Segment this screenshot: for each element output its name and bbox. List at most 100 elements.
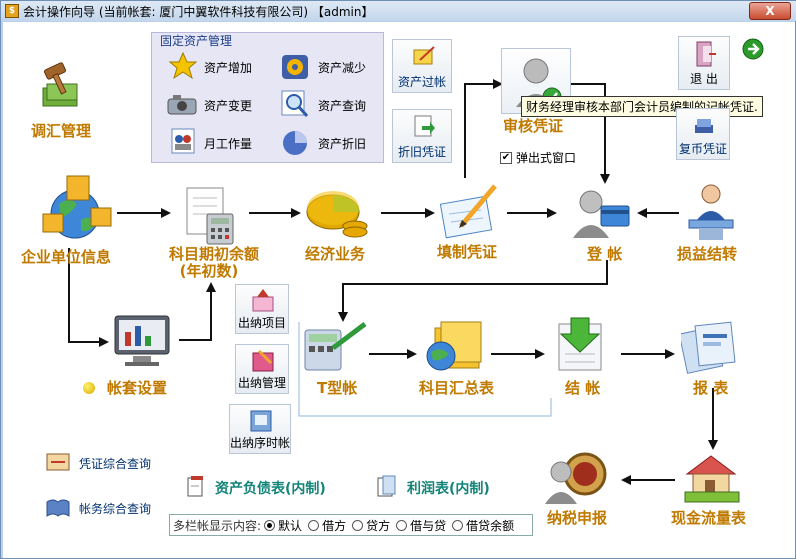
multicol-option-label: 默认 bbox=[278, 518, 303, 533]
opening-balance-line2: (年初数) bbox=[179, 262, 239, 280]
stack-icon bbox=[695, 119, 713, 133]
arrow-right-icon[interactable] bbox=[742, 38, 764, 60]
popup-window-check[interactable]: ✔ bbox=[500, 151, 512, 164]
multicol-label: 多栏帐显示内容: bbox=[173, 518, 262, 533]
restore-voucher-button[interactable]: 复币凭证 bbox=[676, 108, 730, 160]
report-label[interactable]: 报 表 bbox=[693, 379, 729, 397]
multicol-option-label: 借贷余额 bbox=[466, 518, 515, 533]
popup-window-checkbox[interactable]: ✔ 弹出式窗口 bbox=[500, 149, 576, 166]
multicol-display-group: 多栏帐显示内容: 默认 借方 贷方 借与贷 借贷余额 bbox=[169, 514, 533, 536]
multicol-option-credit[interactable]: 贷方 bbox=[352, 517, 390, 534]
report-documents-icon[interactable] bbox=[681, 318, 743, 374]
ledger-query-icon[interactable] bbox=[45, 498, 71, 518]
hammer-money-icon[interactable] bbox=[39, 60, 83, 110]
opening-balance-label[interactable]: 科目期初余额 (年初数) bbox=[169, 245, 260, 280]
multicol-option-debit-credit[interactable]: 借与贷 bbox=[396, 517, 446, 534]
posting-label[interactable]: 登 帐 bbox=[587, 245, 623, 263]
company-globe-icon[interactable] bbox=[41, 174, 113, 244]
wizard-canvas: 调汇管理 固定资产管理 资产增加 资产减少 资产变更 资产查询 月工作量 资产折… bbox=[3, 22, 795, 558]
ledger-query-link[interactable]: 帐务综合查询 bbox=[79, 502, 152, 516]
opening-balance-line1: 科目期初余额 bbox=[169, 245, 260, 263]
popup-window-label: 弹出式窗口 bbox=[516, 151, 577, 165]
account-set-monitor-icon[interactable] bbox=[111, 314, 177, 370]
adjust-label[interactable]: 调汇管理 bbox=[31, 122, 92, 140]
cashier-manage-icon bbox=[252, 349, 274, 372]
camera-icon[interactable] bbox=[166, 91, 198, 117]
ledger-calculator-icon[interactable] bbox=[183, 186, 237, 246]
balance-sheet-link[interactable]: 资产负债表(内制) bbox=[215, 481, 326, 497]
magnifier-icon[interactable] bbox=[280, 89, 310, 119]
voucher-query-icon[interactable] bbox=[45, 452, 71, 474]
t-account-icon[interactable] bbox=[303, 320, 369, 374]
depr-voucher-button[interactable]: 折旧凭证 bbox=[392, 109, 452, 163]
pl-transfer-operator-icon[interactable] bbox=[683, 180, 739, 242]
monthly-workload-label[interactable]: 月工作量 bbox=[204, 137, 253, 151]
subject-summary-label[interactable]: 科目汇总表 bbox=[419, 379, 495, 397]
asset-change-label[interactable]: 资产变更 bbox=[204, 99, 253, 113]
fixed-asset-group: 固定资产管理 资产增加 资产减少 资产变更 资产查询 月工作量 资产折旧 bbox=[151, 32, 384, 163]
review-voucher-label[interactable]: 审核凭证 bbox=[503, 117, 564, 135]
cashier-manage-label: 出纳管理 bbox=[237, 376, 286, 390]
multicol-radio-default[interactable] bbox=[264, 519, 276, 531]
pl-transfer-label[interactable]: 损益结转 bbox=[677, 245, 738, 263]
multicol-option-default[interactable]: 默认 bbox=[264, 517, 302, 534]
pie-icon[interactable] bbox=[280, 127, 310, 157]
subject-summary-icon[interactable] bbox=[421, 318, 487, 374]
cash-flow-house-icon[interactable] bbox=[683, 452, 741, 506]
multicol-radio-debit-credit[interactable] bbox=[396, 519, 408, 531]
document-arrow-icon bbox=[414, 115, 435, 137]
voucher-query-link[interactable]: 凭证综合查询 bbox=[79, 457, 152, 471]
business-label[interactable]: 经济业务 bbox=[305, 245, 366, 263]
asset-query-label[interactable]: 资产查询 bbox=[318, 99, 367, 113]
tax-emblem-icon[interactable] bbox=[545, 450, 613, 506]
fill-voucher-pen-icon[interactable] bbox=[437, 180, 501, 242]
multicol-option-label: 借与贷 bbox=[410, 518, 447, 533]
exit-label: 退 出 bbox=[690, 72, 718, 86]
asset-post-button[interactable]: 资产过帐 bbox=[392, 39, 452, 93]
gear-clock-icon[interactable] bbox=[280, 53, 310, 81]
company-info-label[interactable]: 企业单位信息 bbox=[21, 248, 112, 266]
multicol-option-label: 贷方 bbox=[366, 518, 391, 533]
cashier-journal-icon bbox=[250, 410, 272, 432]
income-statement-icon[interactable] bbox=[375, 474, 397, 498]
multicol-option-balance[interactable]: 借贷余额 bbox=[452, 517, 514, 534]
fixed-asset-group-title: 固定资产管理 bbox=[160, 34, 233, 48]
close-button[interactable]: X bbox=[749, 2, 791, 20]
restore-voucher-label: 复币凭证 bbox=[678, 142, 727, 156]
cashier-journal-button[interactable]: 出纳序时帐 bbox=[229, 404, 291, 454]
account-set-bullet bbox=[83, 382, 95, 394]
star-icon[interactable] bbox=[168, 51, 198, 81]
account-set-label[interactable]: 帐套设置 bbox=[107, 379, 168, 397]
balance-sheet-icon[interactable] bbox=[185, 474, 207, 498]
cash-flow-label[interactable]: 现金流量表 bbox=[671, 509, 747, 527]
exit-button[interactable]: 退 出 bbox=[678, 36, 730, 90]
business-pie-coins-icon[interactable] bbox=[303, 182, 373, 242]
posting-person-card-icon[interactable] bbox=[569, 182, 633, 242]
multicol-radio-balance[interactable] bbox=[452, 519, 464, 531]
cashier-items-button[interactable]: 出纳项目 bbox=[235, 284, 289, 334]
exit-door-icon bbox=[696, 41, 716, 67]
closing-download-icon[interactable] bbox=[553, 314, 609, 374]
cashier-items-label: 出纳项目 bbox=[237, 316, 286, 330]
t-account-label[interactable]: T型帐 bbox=[317, 379, 358, 397]
multicol-option-debit[interactable]: 借方 bbox=[308, 517, 346, 534]
titlebar: $ 会计操作向导 (当前帐套: 厦门中翼软件科技有限公司) 【admin】 X bbox=[1, 1, 796, 21]
app-icon: $ bbox=[5, 4, 19, 18]
flow-arrows bbox=[68, 79, 718, 485]
income-statement-link[interactable]: 利润表(内制) bbox=[407, 481, 490, 497]
cashier-manage-button[interactable]: 出纳管理 bbox=[235, 344, 289, 394]
tax-label[interactable]: 纳税申报 bbox=[547, 509, 608, 527]
folder-pen-icon bbox=[413, 46, 435, 65]
multicol-radio-credit[interactable] bbox=[352, 519, 364, 531]
multicol-radio-debit[interactable] bbox=[308, 519, 320, 531]
asset-reduce-label[interactable]: 资产减少 bbox=[318, 61, 367, 75]
asset-depreciation-label[interactable]: 资产折旧 bbox=[318, 137, 367, 151]
cashier-items-icon bbox=[252, 289, 274, 312]
depr-voucher-label: 折旧凭证 bbox=[397, 145, 446, 159]
asset-add-label[interactable]: 资产增加 bbox=[204, 61, 253, 75]
fill-voucher-label[interactable]: 填制凭证 bbox=[437, 243, 498, 261]
cashier-journal-label: 出纳序时帐 bbox=[230, 436, 291, 450]
closing-label[interactable]: 结 帐 bbox=[565, 379, 601, 397]
people-icon[interactable] bbox=[170, 127, 196, 155]
